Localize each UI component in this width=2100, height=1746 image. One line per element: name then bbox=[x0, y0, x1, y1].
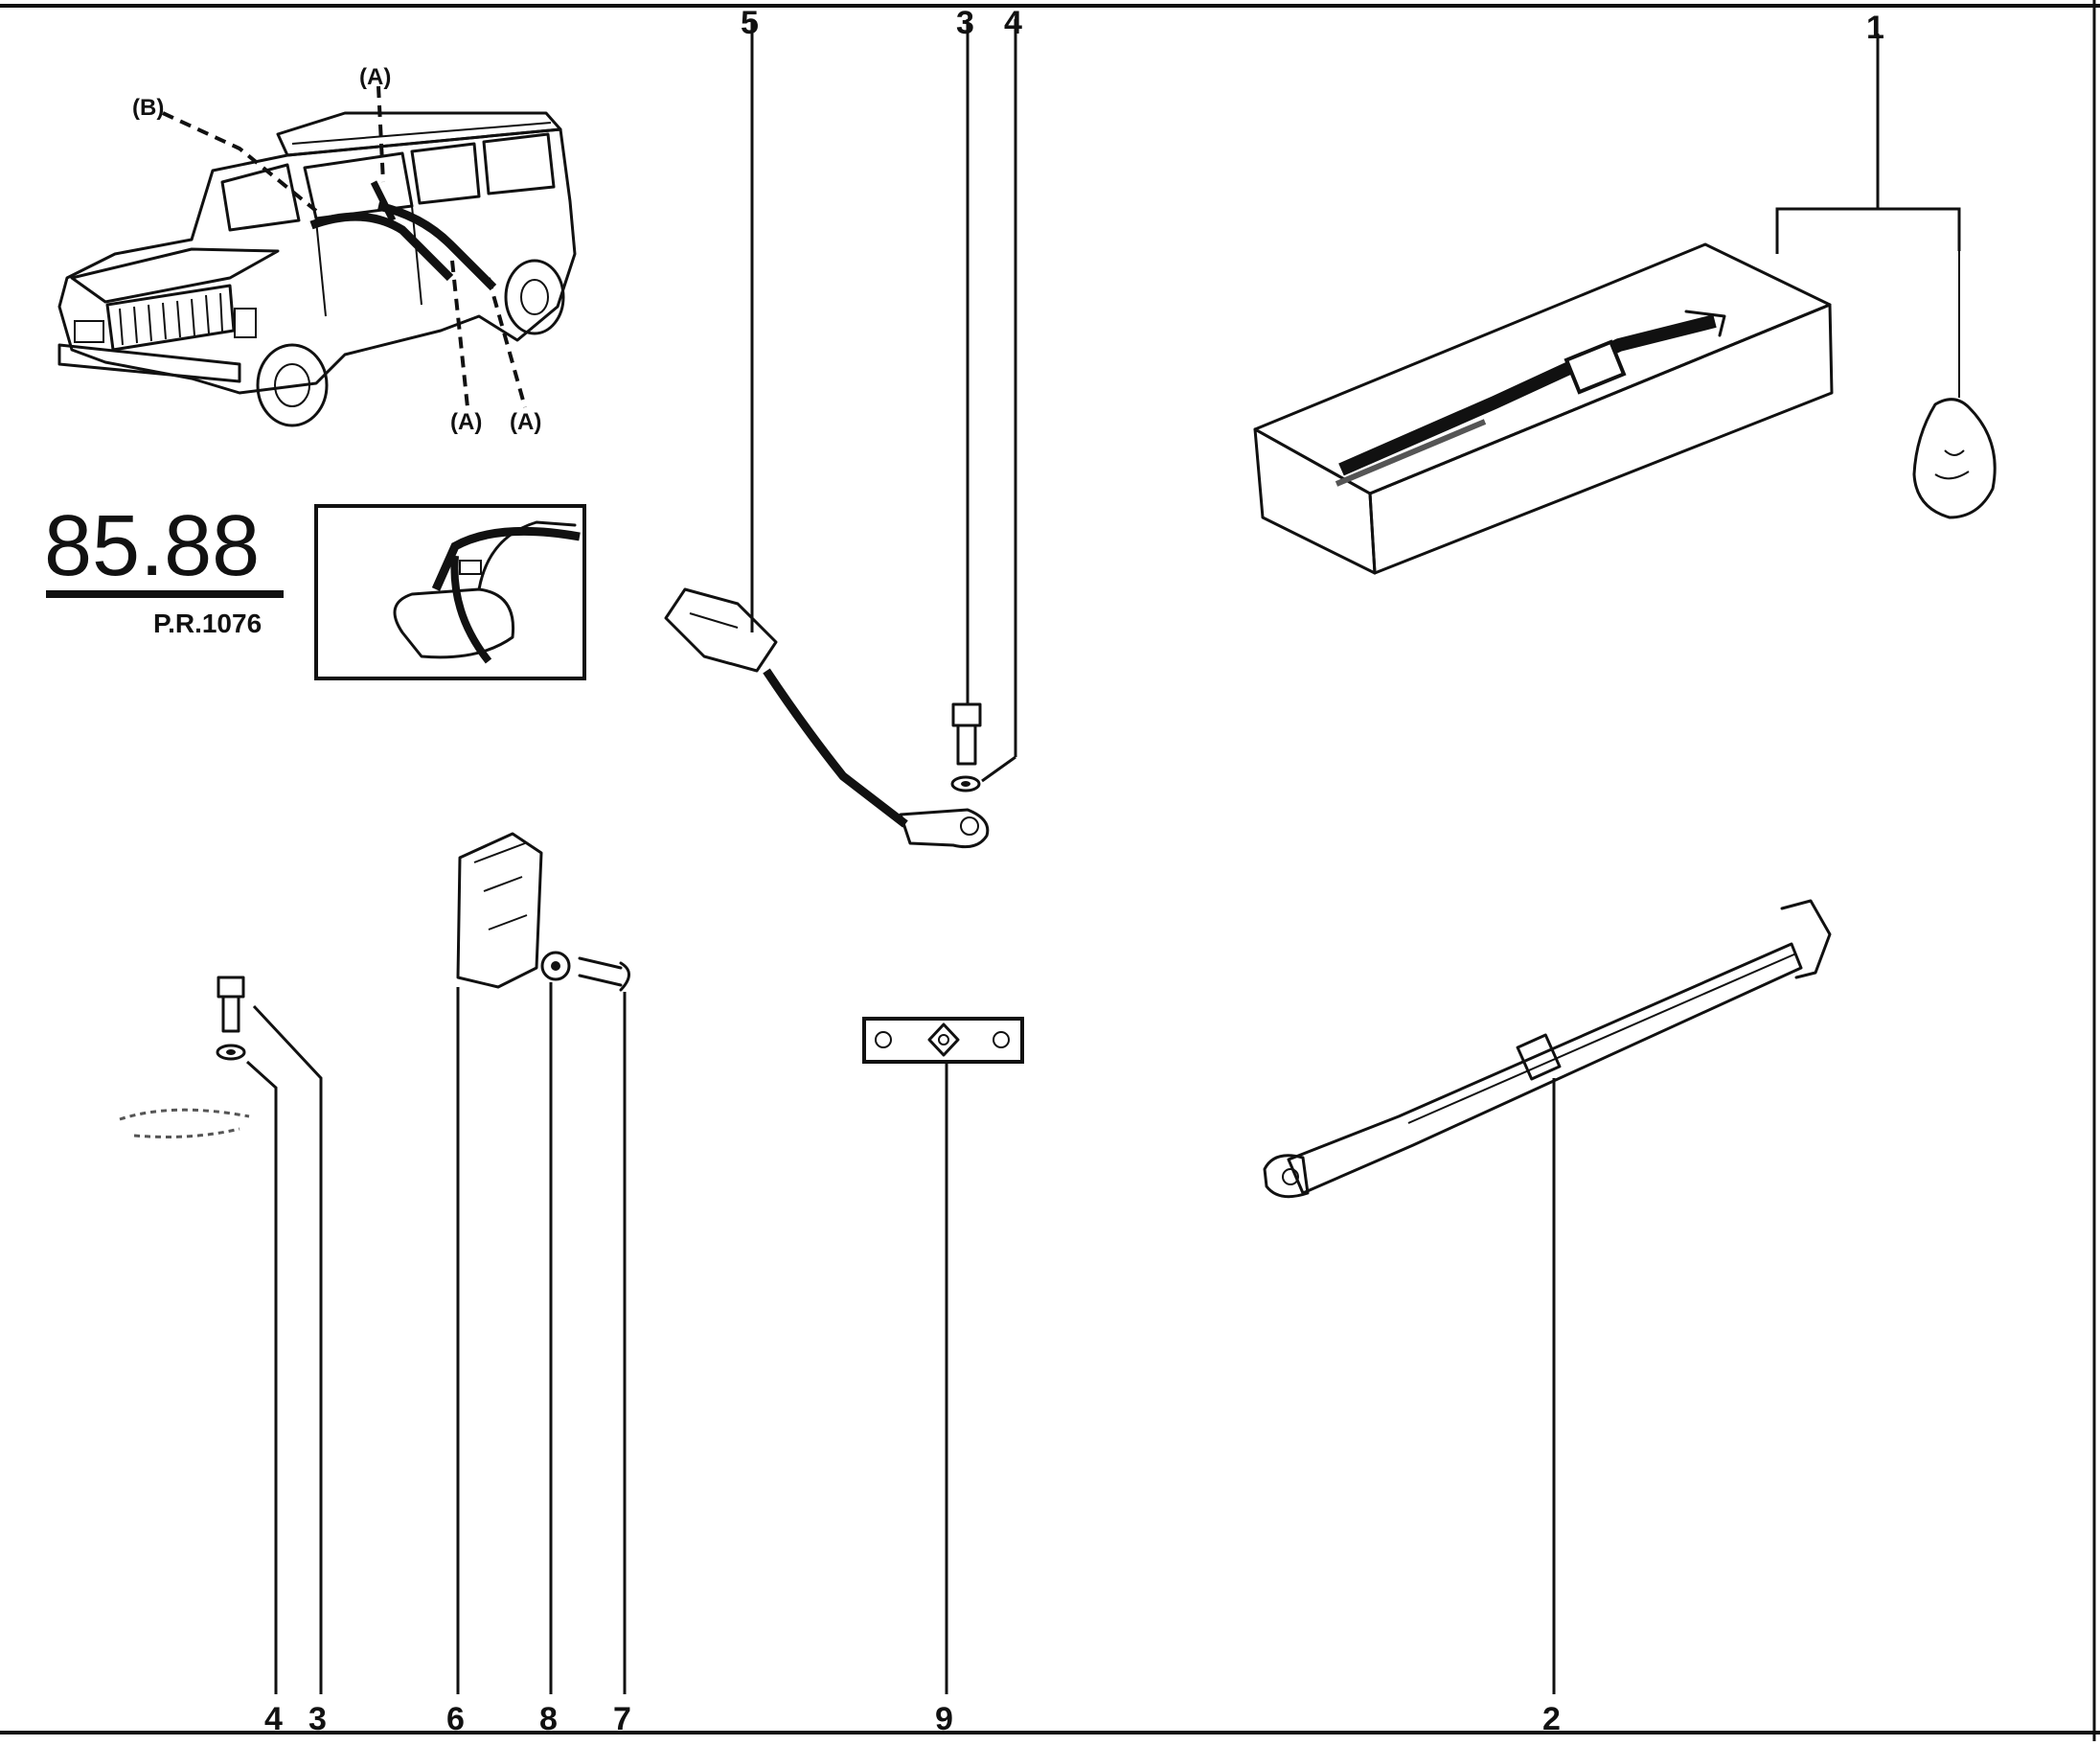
label-part-7: 7 bbox=[613, 1701, 631, 1737]
part-9-plate: 9 bbox=[862, 1017, 1024, 1737]
label-part-9: 9 bbox=[935, 1701, 953, 1737]
label-part-6: 6 bbox=[446, 1701, 465, 1737]
label-part-2: 2 bbox=[1542, 1701, 1561, 1737]
label-part-3-bottom: 3 bbox=[308, 1701, 327, 1737]
label-part-5: 5 bbox=[741, 5, 759, 41]
label-part-8: 8 bbox=[539, 1701, 558, 1737]
callout-a-left: (A) bbox=[450, 409, 482, 435]
part-1-kit-box: 1 bbox=[1253, 10, 1997, 575]
part-5-buckle-cable: 5 bbox=[664, 5, 990, 849]
page-number: 85.88 bbox=[44, 498, 260, 594]
callout-a-top: (A) bbox=[359, 64, 391, 90]
parts-6-8-7-buckle-assembly: 6 8 7 bbox=[446, 832, 631, 1737]
page-code: 85.88 P.R.1076 bbox=[44, 498, 284, 638]
vehicle-illustration: (A) (B) (A) (A) bbox=[57, 64, 577, 435]
part-2-seat-belt-strap: 2 bbox=[1263, 899, 1832, 1737]
label-part-4-top: 4 bbox=[1004, 5, 1022, 41]
parts-4-3-bottom-fasteners: 4 3 bbox=[119, 976, 327, 1737]
label-part-4-bottom: 4 bbox=[264, 1701, 283, 1737]
part-reference: P.R.1076 bbox=[153, 609, 262, 638]
label-part-3-top: 3 bbox=[956, 5, 974, 41]
parts-3-4-top-fasteners: 3 4 bbox=[950, 5, 1022, 793]
callout-b: (B) bbox=[132, 95, 164, 121]
seat-detail-inset bbox=[314, 504, 586, 680]
callout-a-right: (A) bbox=[510, 409, 541, 435]
label-part-1: 1 bbox=[1866, 10, 1884, 46]
